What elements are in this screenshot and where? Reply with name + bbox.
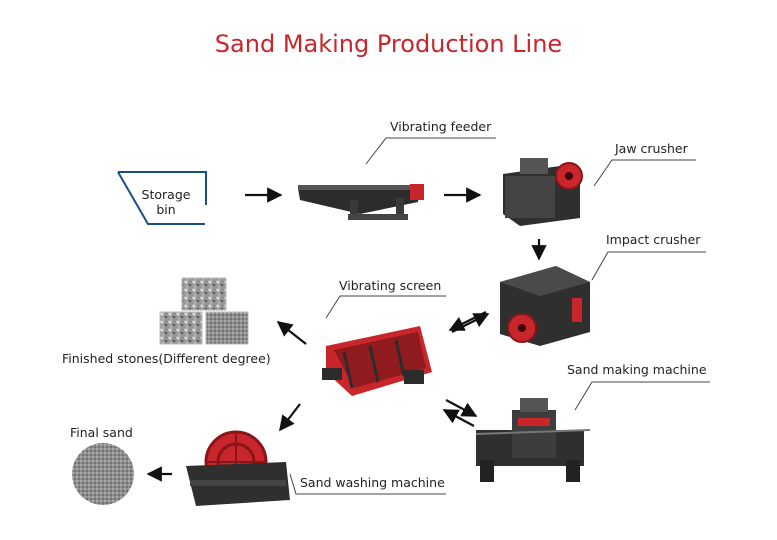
storage-bin-label-line1: Storage [141, 187, 191, 202]
vibrating-screen-icon [322, 326, 432, 396]
final-sand-icon [72, 443, 134, 505]
storage-bin-label-line2: bin [156, 202, 176, 217]
arrow-screen-to-stones [276, 321, 307, 345]
sand-making-machine-label: Sand making machine [567, 362, 707, 377]
arrow-sandmaker-to-screen [442, 409, 475, 427]
sand-washing-machine-icon [186, 430, 290, 506]
jaw-crusher-icon [503, 158, 583, 226]
flow-arrows [146, 187, 547, 482]
vibrating-screen-label: Vibrating screen [339, 278, 442, 293]
finished-stones-label: Finished stones(Different degree) [62, 351, 271, 366]
final-sand-label: Final sand [70, 425, 133, 440]
arrow-screen-to-washer [279, 403, 301, 432]
sand-making-machine-icon [475, 398, 591, 482]
storage-bin-icon [117, 171, 207, 225]
arrow-screen-to-impact [451, 313, 490, 333]
storage-bin-label: Storage bin [141, 187, 191, 217]
sand-washing-machine-label: Sand washing machine [300, 475, 445, 490]
page-title: Sand Making Production Line [214, 30, 563, 58]
arrow-impact-to-screen [448, 311, 487, 331]
callout-lines [289, 137, 710, 495]
vibrating-feeder-icon [298, 184, 424, 220]
finished-stones-icon [159, 277, 249, 345]
impact-crusher-icon [500, 266, 590, 346]
vibrating-feeder-label: Vibrating feeder [390, 119, 492, 134]
impact-crusher-label: Impact crusher [606, 232, 701, 247]
jaw-crusher-label: Jaw crusher [615, 141, 688, 156]
arrow-screen-to-sandmaker [445, 399, 478, 417]
